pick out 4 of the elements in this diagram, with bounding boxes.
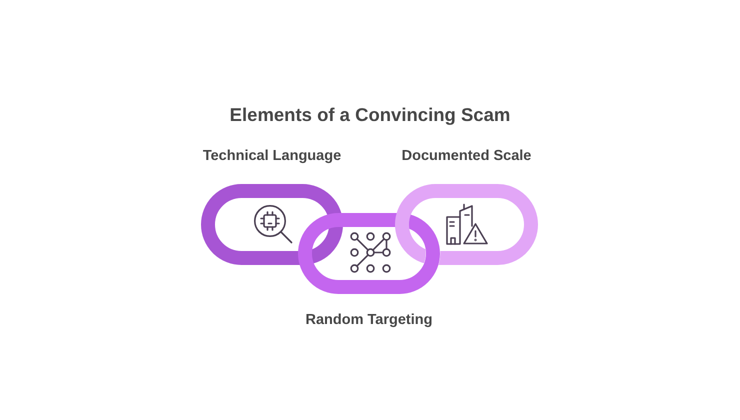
link-label: Documented Scale bbox=[402, 147, 532, 165]
link-label: Random Targeting bbox=[305, 311, 432, 329]
diagram-title: Elements of a Convincing Scam bbox=[230, 104, 510, 126]
link-label: Technical Language bbox=[202, 147, 342, 165]
